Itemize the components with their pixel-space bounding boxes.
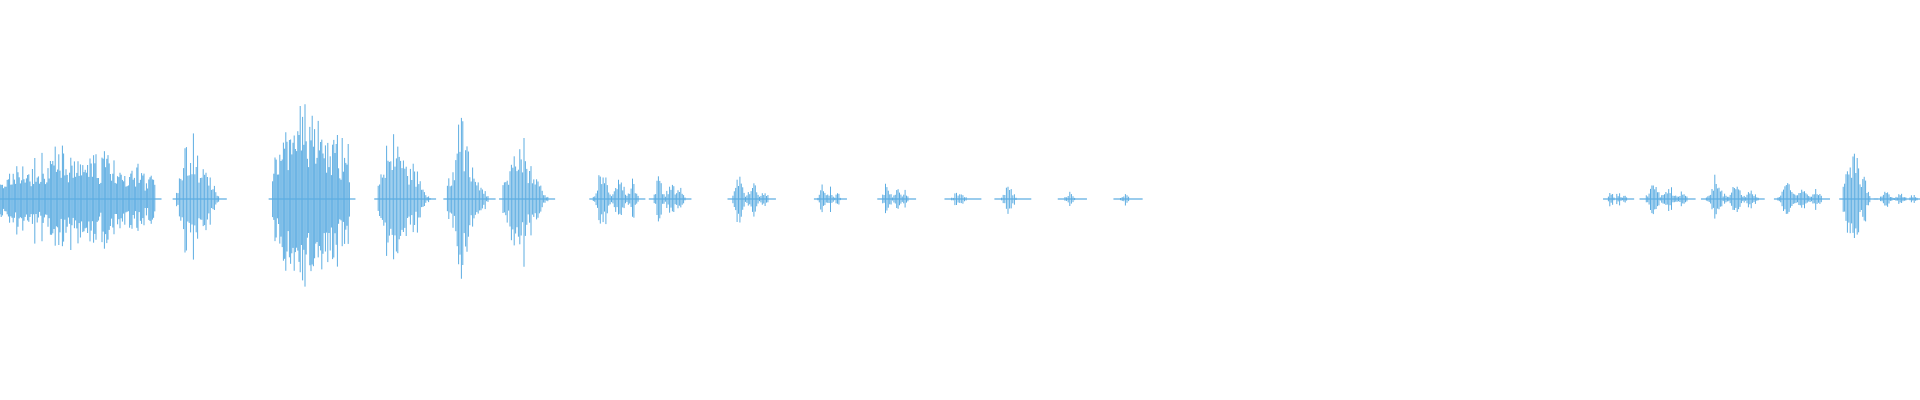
waveform-bars [0,104,1920,287]
